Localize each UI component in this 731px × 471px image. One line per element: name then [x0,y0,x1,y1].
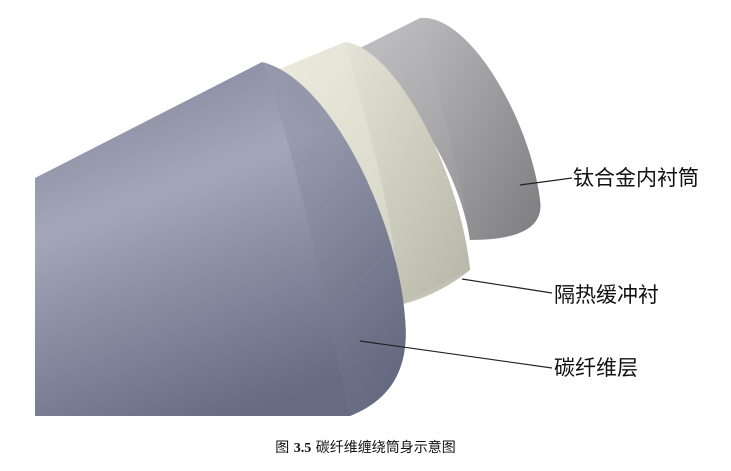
leader-line-insulation [461,278,553,294]
carbon-layer-part [35,62,406,416]
figure-caption: 图 3.5 碳纤维缠绕筒身示意图 [0,437,731,457]
insulation-liner-end-face [345,42,470,305]
leader-line-carbon-layer [359,340,553,369]
inner-tube-end-face [420,17,541,241]
label-insulation: 隔热缓冲衬 [554,283,659,307]
carbon-layer-end-face [262,62,406,416]
label-carbon-layer: 碳纤维层 [554,356,638,380]
label-inner-tube: 钛合金内衬筒 [573,166,699,190]
caption-number: 3.5 [293,441,312,456]
caption-text: 碳纤维缠绕筒身示意图 [315,440,456,456]
caption-prefix: 图 [275,440,290,456]
leader-line-inner-tube [519,177,573,186]
